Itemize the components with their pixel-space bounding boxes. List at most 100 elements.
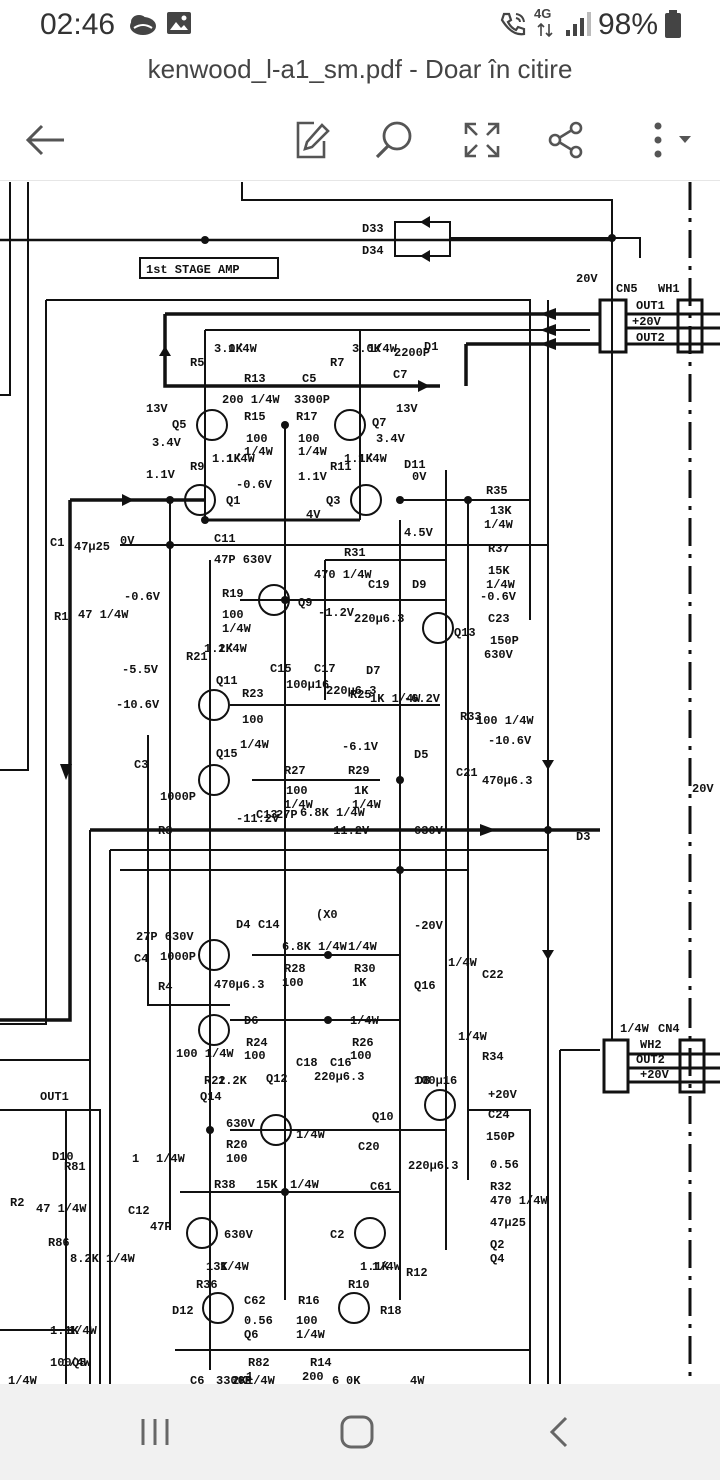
schematic-label: 100: [282, 976, 304, 990]
schematic-label: C20: [358, 1140, 380, 1154]
schematic-label: D10: [52, 1150, 74, 1164]
schematic-label: C11: [214, 532, 236, 546]
schematic-label: 1/4W: [220, 1260, 250, 1274]
more-vertical-icon: [654, 122, 691, 158]
recent-apps-button[interactable]: [120, 1404, 190, 1460]
expand-icon: [464, 122, 500, 158]
schematic-label: R33: [460, 710, 482, 724]
schematic-label: 0V: [412, 470, 427, 484]
schematic-label: 150P: [490, 634, 519, 648]
schematic-label: 47P: [150, 1220, 172, 1234]
schematic-label: 1/4W: [284, 798, 314, 812]
battery-percent: 98%: [597, 8, 658, 41]
schematic-label: R31: [344, 546, 366, 560]
schematic-label: 13V: [396, 402, 418, 416]
home-button[interactable]: [322, 1404, 392, 1460]
schematic-label: 1/4W: [244, 445, 274, 459]
system-navigation-bar: [0, 1384, 720, 1480]
schematic-label: 1/4W: [226, 452, 256, 466]
schematic-label: R18: [380, 1304, 402, 1318]
schematic-label: C7: [393, 368, 407, 382]
schematic-label: Q12: [266, 1072, 288, 1086]
schematic-label: 630V: [414, 824, 444, 838]
edit-button[interactable]: [282, 110, 342, 170]
schematic-label: 4.5V: [404, 526, 434, 540]
schematic-label: 15K: [488, 564, 510, 578]
schematic-label: 1K: [354, 784, 369, 798]
schematic-label: D7: [366, 664, 380, 678]
schematic-label: R36: [196, 1278, 218, 1292]
schematic-label: Q9: [298, 596, 312, 610]
schematic-label: 1/4W: [156, 1152, 186, 1166]
schematic-label: R24: [246, 1036, 268, 1050]
fullscreen-button[interactable]: [452, 110, 512, 170]
schematic-label: WH2: [640, 1038, 662, 1052]
schematic-label: R28: [284, 962, 306, 976]
schematic-label: R5: [190, 356, 204, 370]
schematic-label: 1/4W: [8, 1374, 38, 1384]
schematic-label: R9: [190, 460, 204, 474]
schematic-label: 1/4W: [218, 642, 248, 656]
schematic-label: R81: [64, 1160, 86, 1174]
recent-apps-icon: [141, 1419, 169, 1445]
schematic-label: 100: [244, 1049, 266, 1063]
schematic-label: 3.0K: [214, 342, 244, 356]
schematic-label: 1: [132, 1152, 139, 1166]
data-arrows-icon: [536, 22, 554, 43]
schematic-label: -6.2V: [404, 692, 441, 706]
schematic-label: -0.6V: [124, 590, 161, 604]
schematic-label: Q16: [414, 979, 436, 993]
schematic-label: 3300P: [216, 1374, 252, 1384]
schematic-label: R17: [296, 410, 318, 424]
schematic-label: R3: [158, 824, 172, 838]
schematic-label: 1000P: [160, 950, 196, 964]
schematic-label: R27: [284, 764, 306, 778]
schematic-label: 6.8K 1/4W: [282, 940, 348, 954]
schematic-label: D34: [362, 244, 384, 258]
schematic-label: OUT1: [40, 1090, 69, 1104]
schematic-label: C18: [296, 1056, 318, 1070]
schematic-label: C13: [256, 808, 278, 822]
schematic-label: C61: [370, 1180, 392, 1194]
schematic-label: 0.56: [490, 1158, 519, 1172]
share-button[interactable]: [536, 110, 596, 170]
schematic-label: CN4: [658, 1022, 680, 1036]
schematic-label: C6: [190, 1374, 204, 1384]
schematic-label: D11: [404, 458, 426, 472]
schematic-label: 1/4W: [348, 940, 378, 954]
schematic-label: R10: [348, 1278, 370, 1292]
schematic-label: D8: [416, 1074, 430, 1088]
schematic-label: 100: [246, 432, 268, 446]
schematic-label: 1/4W: [228, 342, 258, 356]
schematic-label: 4W: [410, 1374, 425, 1384]
schematic-label: Q1: [226, 494, 240, 508]
schematic-label: 100: [226, 1152, 248, 1166]
schematic-label: C1: [50, 536, 64, 550]
schematic-label: D5: [414, 748, 428, 762]
schematic-label: Q10: [372, 1110, 394, 1124]
gallery-icon: [166, 10, 192, 41]
schematic-label: 100 1/4W: [476, 714, 534, 728]
back-nav-button[interactable]: [524, 1404, 594, 1460]
schematic-label: 100: [222, 608, 244, 622]
schematic-label: R20: [226, 1138, 248, 1152]
schematic-label: 220µ6.3: [326, 684, 376, 698]
schematic-label: 1/4W: [620, 1022, 650, 1036]
schematic-label: R1: [54, 610, 68, 624]
schematic-label: 1/4W: [296, 1328, 326, 1342]
schematic-label: C19: [368, 578, 390, 592]
more-options-button[interactable]: [628, 110, 700, 170]
schematic-label: Q2: [490, 1238, 504, 1252]
search-button[interactable]: [364, 110, 424, 170]
back-button[interactable]: [16, 110, 76, 170]
schematic-label: 1K: [352, 976, 367, 990]
schematic-label: C2: [330, 1228, 344, 1242]
schematic-label: D4: [236, 918, 250, 932]
schematic-label: 1/4W: [484, 518, 514, 532]
schematic-label: 470µ6.3: [482, 774, 532, 788]
schematic-label: CN5: [616, 282, 638, 296]
signal-icon: [564, 10, 592, 43]
schematic-label: 100: [298, 432, 320, 446]
schematic-label: 1/4W: [246, 1374, 276, 1384]
